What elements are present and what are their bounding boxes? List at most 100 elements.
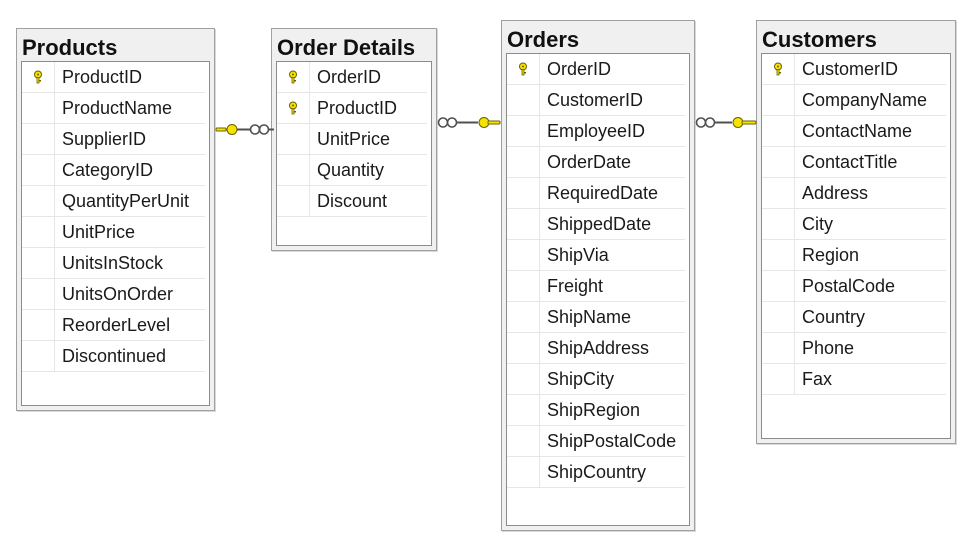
- column-row[interactable]: ProductID: [22, 62, 205, 93]
- column-row[interactable]: CustomerID: [507, 85, 685, 116]
- column-row[interactable]: EmployeeID: [507, 116, 685, 147]
- column-row[interactable]: RequiredDate: [507, 178, 685, 209]
- column-name: CategoryID: [62, 160, 154, 180]
- column-row[interactable]: ContactName: [762, 116, 946, 147]
- column-row[interactable]: PostalCode: [762, 271, 946, 302]
- column-row[interactable]: ShipCity: [507, 364, 685, 395]
- row-selector: [507, 209, 540, 239]
- infinity-icon: [695, 117, 716, 128]
- column-row[interactable]: City: [762, 209, 946, 240]
- column-name: OrderID: [547, 59, 612, 79]
- column-name: Quantity: [317, 160, 385, 180]
- row-selector: [22, 124, 55, 154]
- column-row[interactable]: ShipName: [507, 302, 685, 333]
- column-row[interactable]: UnitsInStock: [22, 248, 205, 279]
- column-row[interactable]: ShipVia: [507, 240, 685, 271]
- key-icon: [732, 117, 757, 128]
- column-row[interactable]: CategoryID: [22, 155, 205, 186]
- row-selector: [762, 147, 795, 177]
- column-row[interactable]: OrderID: [507, 54, 685, 85]
- column-row[interactable]: ShipRegion: [507, 395, 685, 426]
- row-selector: [507, 457, 540, 487]
- row-selector: [507, 85, 540, 115]
- infinity-icon: [249, 124, 270, 135]
- column-name: Region: [802, 245, 860, 265]
- row-selector: [22, 62, 55, 92]
- column-name: ShipRegion: [547, 400, 641, 420]
- column-name: ProductID: [317, 98, 398, 118]
- row-selector: [22, 248, 55, 278]
- column-name: ShipCountry: [547, 462, 647, 482]
- column-row[interactable]: ShipPostalCode: [507, 426, 685, 457]
- relationship-customers-orders[interactable]: [692, 111, 760, 135]
- column-row[interactable]: ReorderLevel: [22, 310, 205, 341]
- column-row[interactable]: UnitPrice: [277, 124, 427, 155]
- column-row[interactable]: QuantityPerUnit: [22, 186, 205, 217]
- row-selector: [507, 333, 540, 363]
- column-name: Discontinued: [62, 346, 167, 366]
- column-row[interactable]: ProductID: [277, 93, 427, 124]
- column-name: UnitsOnOrder: [62, 284, 174, 304]
- key-icon: [289, 101, 297, 115]
- column-row[interactable]: UnitsOnOrder: [22, 279, 205, 310]
- column-row[interactable]: ShipAddress: [507, 333, 685, 364]
- column-name: UnitPrice: [62, 222, 136, 242]
- key-icon: [478, 117, 501, 128]
- column-name: Discount: [317, 191, 388, 211]
- row-selector: [507, 54, 540, 84]
- key-icon: [289, 70, 297, 84]
- row-selector: [277, 155, 310, 185]
- column-row[interactable]: ShipCountry: [507, 457, 685, 488]
- column-name: ReorderLevel: [62, 315, 171, 335]
- row-selector: [277, 186, 310, 216]
- row-selector: [762, 178, 795, 208]
- column-row[interactable]: SupplierID: [22, 124, 205, 155]
- relationship-products-order-details[interactable]: [212, 118, 276, 142]
- key-icon: [519, 62, 527, 76]
- row-selector: [22, 341, 55, 371]
- column-row[interactable]: Freight: [507, 271, 685, 302]
- row-selector: [277, 124, 310, 154]
- row-selector: [762, 209, 795, 239]
- column-row[interactable]: ContactTitle: [762, 147, 946, 178]
- row-selector: [22, 279, 55, 309]
- column-row[interactable]: ProductName: [22, 93, 205, 124]
- row-selector: [507, 364, 540, 394]
- row-selector: [507, 395, 540, 425]
- column-row[interactable]: Quantity: [277, 155, 427, 186]
- row-selector: [762, 271, 795, 301]
- column-name: QuantityPerUnit: [62, 191, 190, 211]
- table-title: Order Details: [277, 35, 416, 60]
- column-row[interactable]: OrderDate: [507, 147, 685, 178]
- column-row[interactable]: Address: [762, 178, 946, 209]
- column-row[interactable]: Country: [762, 302, 946, 333]
- column-row[interactable]: Discontinued: [22, 341, 205, 372]
- row-selector: [507, 302, 540, 332]
- column-name: Address: [802, 183, 869, 203]
- column-name: PostalCode: [802, 276, 896, 296]
- column-name: RequiredDate: [547, 183, 659, 203]
- column-row[interactable]: CustomerID: [762, 54, 946, 85]
- relationship-orders-order-details[interactable]: [436, 111, 504, 135]
- column-row[interactable]: Discount: [277, 186, 427, 217]
- column-row[interactable]: UnitPrice: [22, 217, 205, 248]
- column-row[interactable]: Phone: [762, 333, 946, 364]
- column-row[interactable]: Region: [762, 240, 946, 271]
- column-row[interactable]: ShippedDate: [507, 209, 685, 240]
- column-name: SupplierID: [62, 129, 147, 149]
- row-selector: [507, 240, 540, 270]
- column-name: Fax: [802, 369, 833, 389]
- column-row[interactable]: OrderID: [277, 62, 427, 93]
- column-name: ShipAddress: [547, 338, 650, 358]
- row-selector: [762, 333, 795, 363]
- column-row[interactable]: CompanyName: [762, 85, 946, 116]
- column-name: ShippedDate: [547, 214, 652, 234]
- column-name: UnitsInStock: [62, 253, 164, 273]
- column-name: ShipName: [547, 307, 632, 327]
- column-row[interactable]: Fax: [762, 364, 946, 395]
